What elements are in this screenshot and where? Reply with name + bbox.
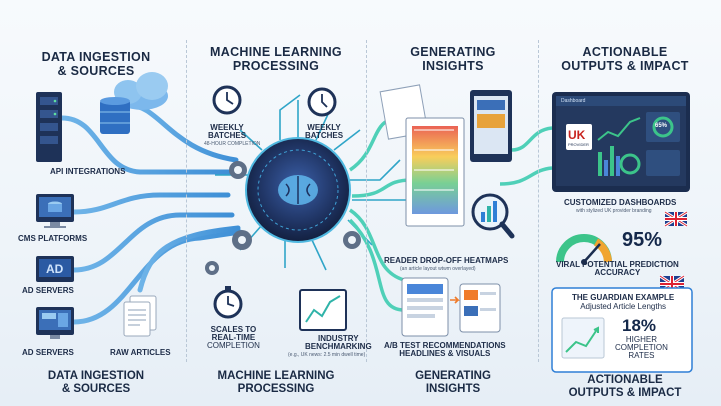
raw-articles-label: RAW ARTICLES — [110, 348, 171, 357]
column-title-ingestion: DATA INGESTION& SOURCES — [41, 50, 151, 78]
gear-icon — [205, 161, 361, 275]
industry-benchmarking-sub: (e.g., UK news: 2.5 min dwell time) — [288, 352, 366, 358]
accuracy-value: 95% — [622, 229, 663, 251]
clock-icon — [212, 85, 337, 117]
uk-logo: UK — [568, 128, 586, 142]
ad-servers-label-2: AD SERVERS — [22, 348, 74, 357]
cms-platforms-label: CMS PLATFORMS — [18, 234, 88, 243]
dashboards-label: CUSTOMIZED DASHBOARDS — [564, 198, 677, 207]
dashboard-screen — [552, 92, 690, 192]
guardian-card — [551, 287, 693, 373]
server-rack-icon — [36, 92, 62, 162]
dashboards-sub: with stylized UK provider branding — [576, 208, 652, 214]
magnifier-icon — [471, 193, 515, 239]
heatmap-label: READER DROP-OFF HEATMAPS — [384, 256, 509, 265]
benchmark-chart-icon — [299, 289, 347, 331]
column-footer-ingestion: DATA INGESTION& SOURCES — [47, 370, 145, 395]
tablet-icon — [470, 90, 512, 162]
cms-monitor-icon — [36, 194, 74, 228]
ad-servers-label: AD SERVERS — [22, 286, 74, 295]
uk-logo-sub: PROVIDER — [568, 142, 589, 147]
dashboard-header: Dashboard — [561, 98, 586, 104]
heatmap-document — [379, 84, 465, 227]
accuracy-gauge-icon — [556, 234, 612, 265]
heatmap-sub: (an article layout wtwm overlayed) — [400, 266, 476, 272]
ad-server-icon — [36, 256, 74, 282]
stopwatch-icon — [213, 286, 243, 319]
output-pipes — [499, 126, 553, 186]
uk-flag-icon — [664, 210, 688, 228]
column-divider — [186, 40, 187, 362]
ab-test-cards — [401, 277, 501, 337]
completion-value: 18% — [622, 316, 657, 335]
column-divider — [366, 40, 367, 362]
column-divider — [538, 40, 539, 362]
api-integrations-label: API INTEGRATIONS — [50, 167, 126, 176]
ad-badge: AD — [46, 262, 64, 276]
weekly-batches-left-sub: 48-HOUR COMPLETION — [204, 141, 261, 147]
brain-icon — [278, 175, 318, 205]
raw-articles-icon — [123, 295, 157, 337]
gauge-tile-value: 65% — [655, 123, 668, 129]
ad-server-monitor-icon — [36, 307, 74, 339]
cloud-database-icon — [100, 72, 168, 134]
